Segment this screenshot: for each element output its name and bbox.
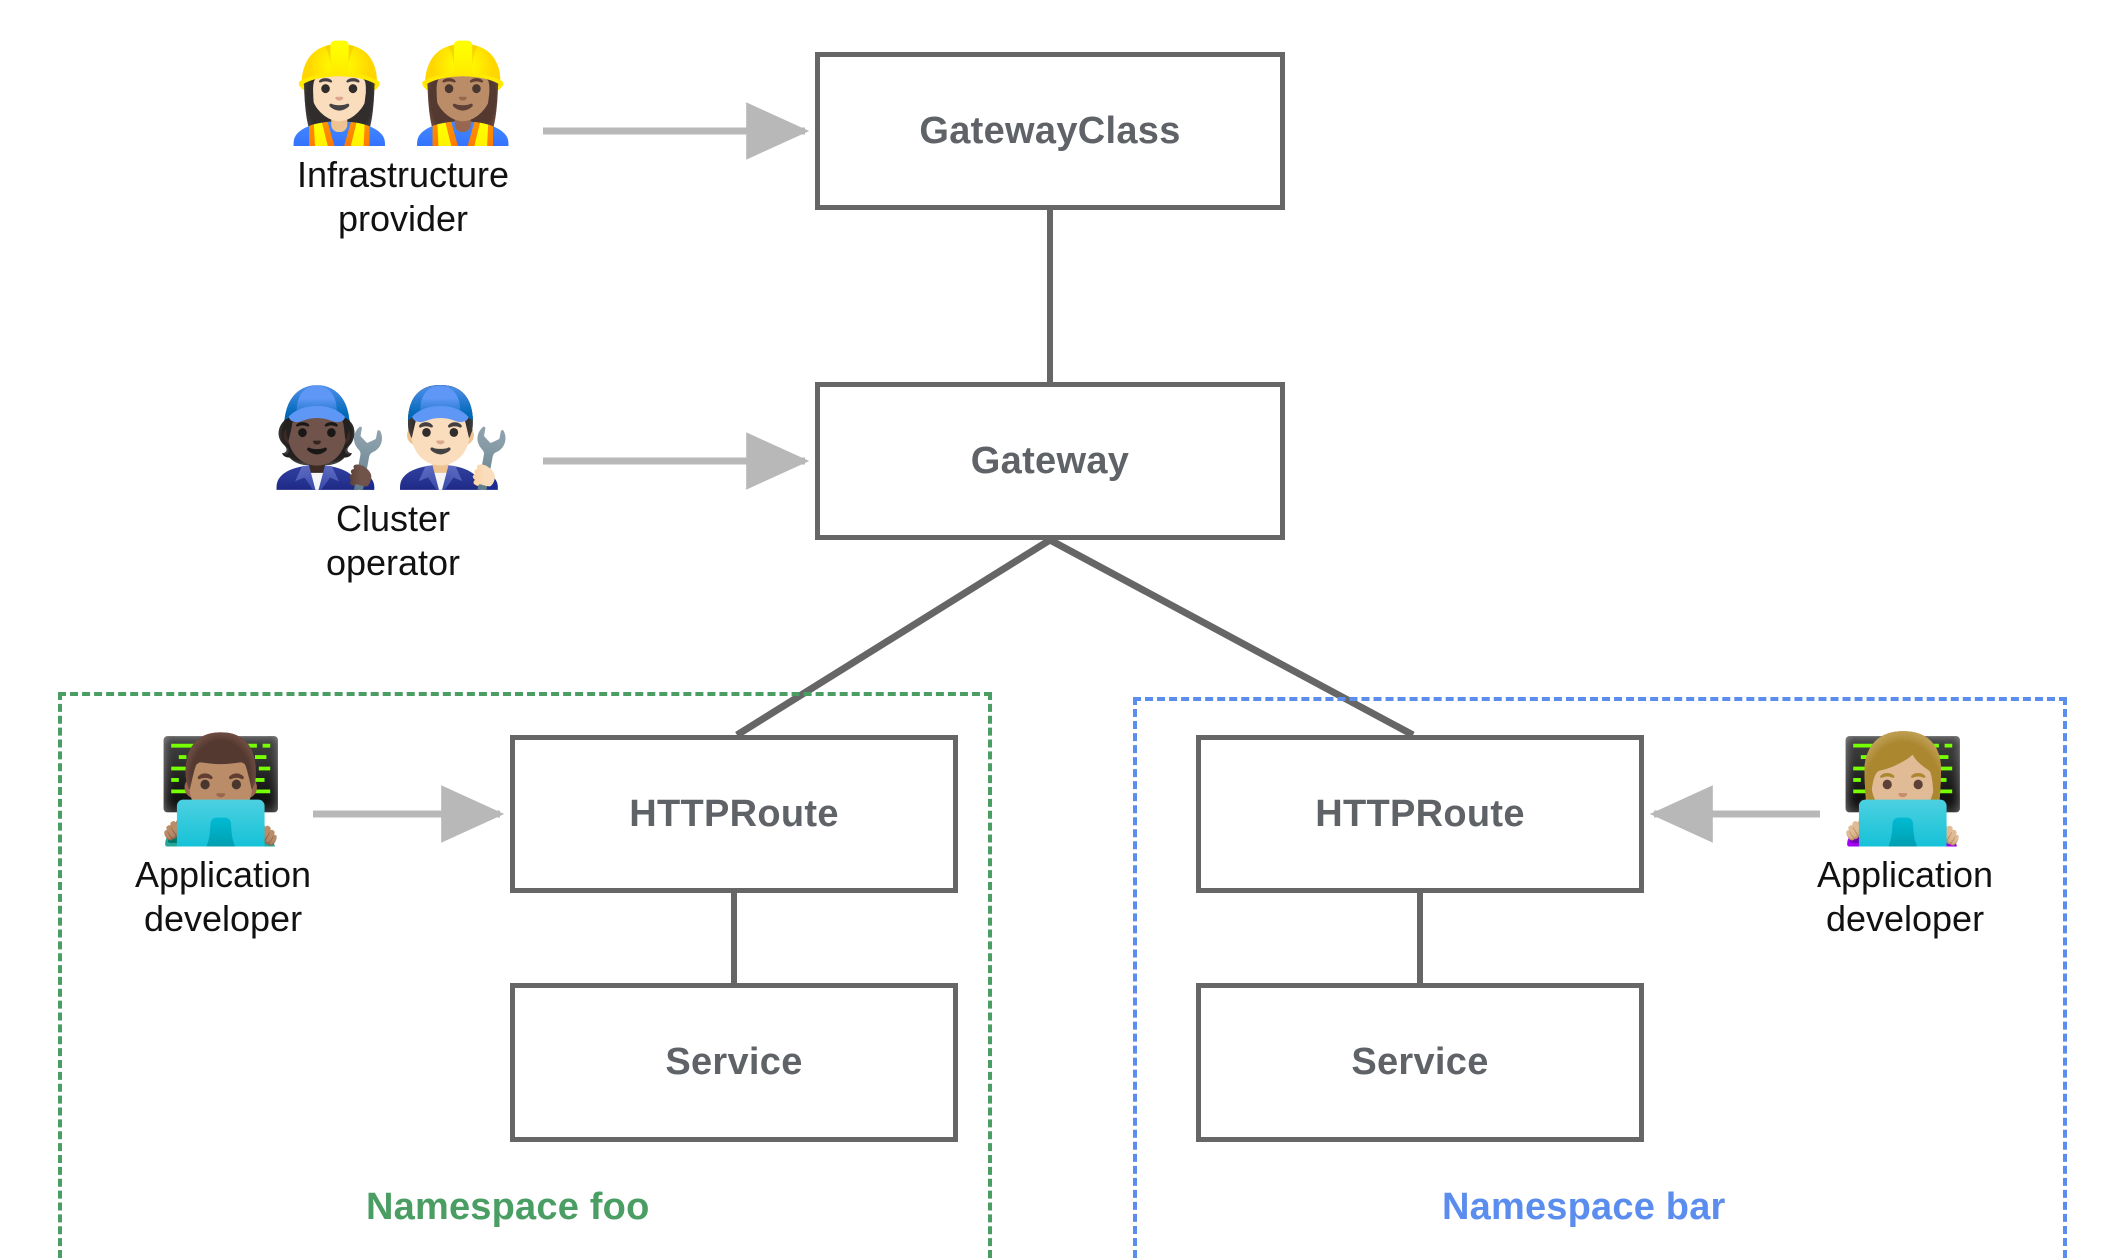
node-service-bar[interactable]: Service <box>1196 983 1644 1142</box>
node-gatewayclass[interactable]: GatewayClass <box>815 52 1285 210</box>
mechanic-people-emoji: 🧑🏿‍🔧👨🏻‍🔧 <box>269 384 517 491</box>
persona-infrastructure-provider: 👷🏻‍♀️👷🏽‍♀️ Infrastructure provider <box>268 40 538 241</box>
persona-cluster-operator: 🧑🏿‍🔧👨🏻‍🔧 Cluster operator <box>258 384 528 585</box>
node-httproute-bar[interactable]: HTTPRoute <box>1196 735 1644 893</box>
namespace-group-bar <box>1133 697 2067 1258</box>
namespace-group-foo <box>58 692 992 1258</box>
construction-worker-women-emoji: 👷🏻‍♀️👷🏽‍♀️ <box>279 40 527 147</box>
node-httproute-foo[interactable]: HTTPRoute <box>510 735 958 893</box>
persona-label-application-developer-bar: Application developer <box>1816 854 1994 940</box>
woman-technologist-emoji: 👩🏼‍💻 <box>1838 732 1972 848</box>
man-technologist-emoji: 👨🏽‍💻 <box>156 732 290 848</box>
persona-label-application-developer-foo: Application developer <box>134 854 312 940</box>
persona-application-developer-bar: 👩🏼‍💻 Application developer <box>1790 732 2020 941</box>
namespace-label-foo: Namespace foo <box>366 1186 650 1228</box>
persona-application-developer-foo: 👨🏽‍💻 Application developer <box>108 732 338 941</box>
namespace-label-bar: Namespace bar <box>1442 1186 1726 1228</box>
node-service-foo[interactable]: Service <box>510 983 958 1142</box>
persona-label-infrastructure-provider: Infrastructure provider <box>296 153 510 239</box>
persona-label-cluster-operator: Cluster operator <box>325 497 461 583</box>
node-gateway[interactable]: Gateway <box>815 382 1285 540</box>
